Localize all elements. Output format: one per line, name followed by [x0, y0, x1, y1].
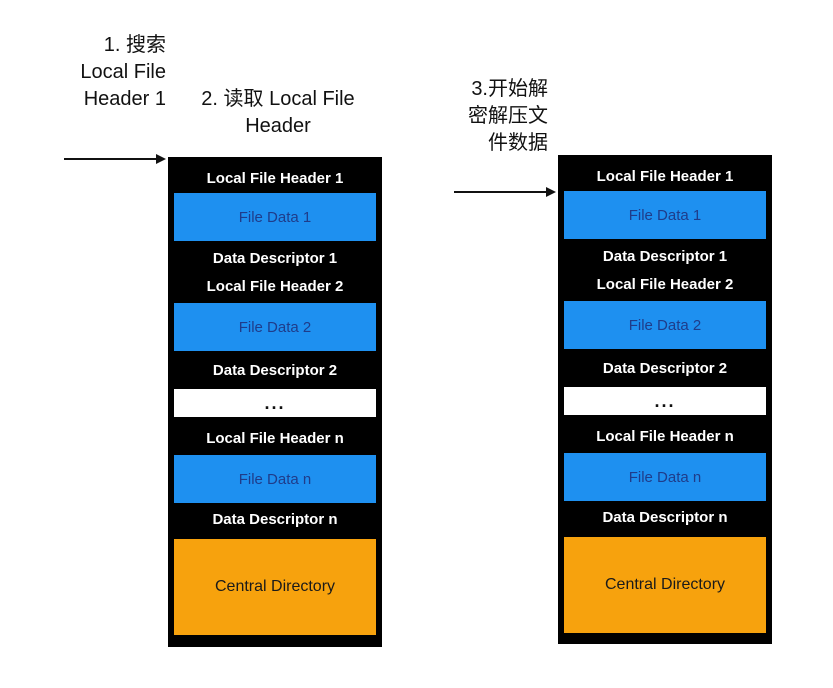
zip-structure-right: Local File Header 1 File Data 1 Data Des…	[558, 155, 772, 644]
data-descriptor-n: Data Descriptor n	[602, 508, 728, 526]
data-descriptor-1: Data Descriptor 1	[212, 249, 338, 267]
central-directory: Central Directory	[174, 539, 376, 635]
read-step-label: 2. 读取 Local File Header	[201, 88, 355, 137]
local-file-header-1: Local File Header 1	[596, 167, 734, 185]
right-arrow	[454, 187, 556, 197]
file-data-1: File Data 1	[564, 191, 766, 239]
local-file-header-n: Local File Header n	[206, 429, 344, 447]
zip-structure-left: Local File Header 1 File Data 1 Data Des…	[168, 157, 382, 647]
local-file-header-1: Local File Header 1	[206, 169, 344, 187]
file-data-1: File Data 1	[174, 193, 376, 241]
ellipsis-row: ...	[174, 389, 376, 417]
ellipsis-row: ...	[564, 387, 766, 415]
data-descriptor-2: Data Descriptor 2	[212, 361, 338, 379]
local-file-header-2: Local File Header 2	[596, 275, 734, 293]
file-data-n: File Data n	[564, 453, 766, 501]
left-arrow	[64, 154, 166, 164]
local-file-header-n: Local File Header n	[596, 427, 734, 445]
data-descriptor-1: Data Descriptor 1	[602, 247, 728, 265]
search-step-label: 1. 搜索 Local File Header 1	[80, 34, 166, 110]
file-data-n: File Data n	[174, 455, 376, 503]
central-directory: Central Directory	[564, 537, 766, 633]
data-descriptor-2: Data Descriptor 2	[602, 359, 728, 377]
decompress-step-label: 3.开始解 密解压文 件数据	[468, 78, 548, 154]
data-descriptor-n: Data Descriptor n	[212, 510, 338, 528]
file-data-2: File Data 2	[564, 301, 766, 349]
local-file-header-2: Local File Header 2	[206, 277, 344, 295]
file-data-2: File Data 2	[174, 303, 376, 351]
